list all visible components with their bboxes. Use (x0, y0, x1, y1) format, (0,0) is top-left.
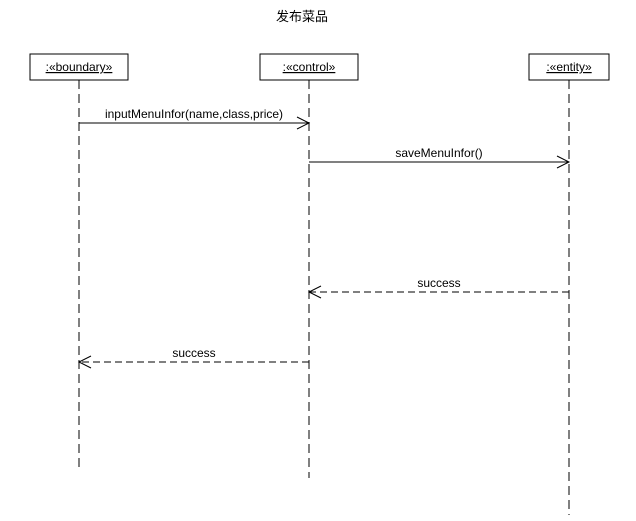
object-boundary-box (29, 53, 129, 81)
object-entity[interactable]: :«entity» (528, 53, 610, 81)
open-arrowhead-icon (77, 355, 92, 369)
message-input-menu-infor[interactable]: inputMenuInfor(name,class,price) (79, 107, 311, 130)
message-return-success-entity[interactable]: success (307, 276, 569, 299)
diagram-title: 发布菜品 (276, 9, 328, 25)
object-control[interactable]: :«control» (259, 53, 359, 81)
open-arrowhead-icon (556, 155, 571, 169)
open-arrowhead-icon (296, 116, 311, 130)
object-entity-label: :«entity» (546, 60, 592, 74)
message-return-success-control[interactable]: success (77, 346, 309, 369)
object-control-box (259, 53, 359, 81)
message-save-menu-infor[interactable]: saveMenuInfor() (309, 146, 571, 169)
object-entity-box (528, 53, 610, 81)
object-boundary-label: :«boundary» (46, 60, 113, 74)
message-label: success (417, 276, 460, 290)
object-control-label: :«control» (283, 60, 336, 74)
object-boundary[interactable]: :«boundary» (29, 53, 129, 81)
message-label: success (172, 346, 215, 360)
message-label: inputMenuInfor(name,class,price) (105, 107, 283, 121)
message-label: saveMenuInfor() (395, 146, 482, 160)
open-arrowhead-icon (307, 285, 322, 299)
